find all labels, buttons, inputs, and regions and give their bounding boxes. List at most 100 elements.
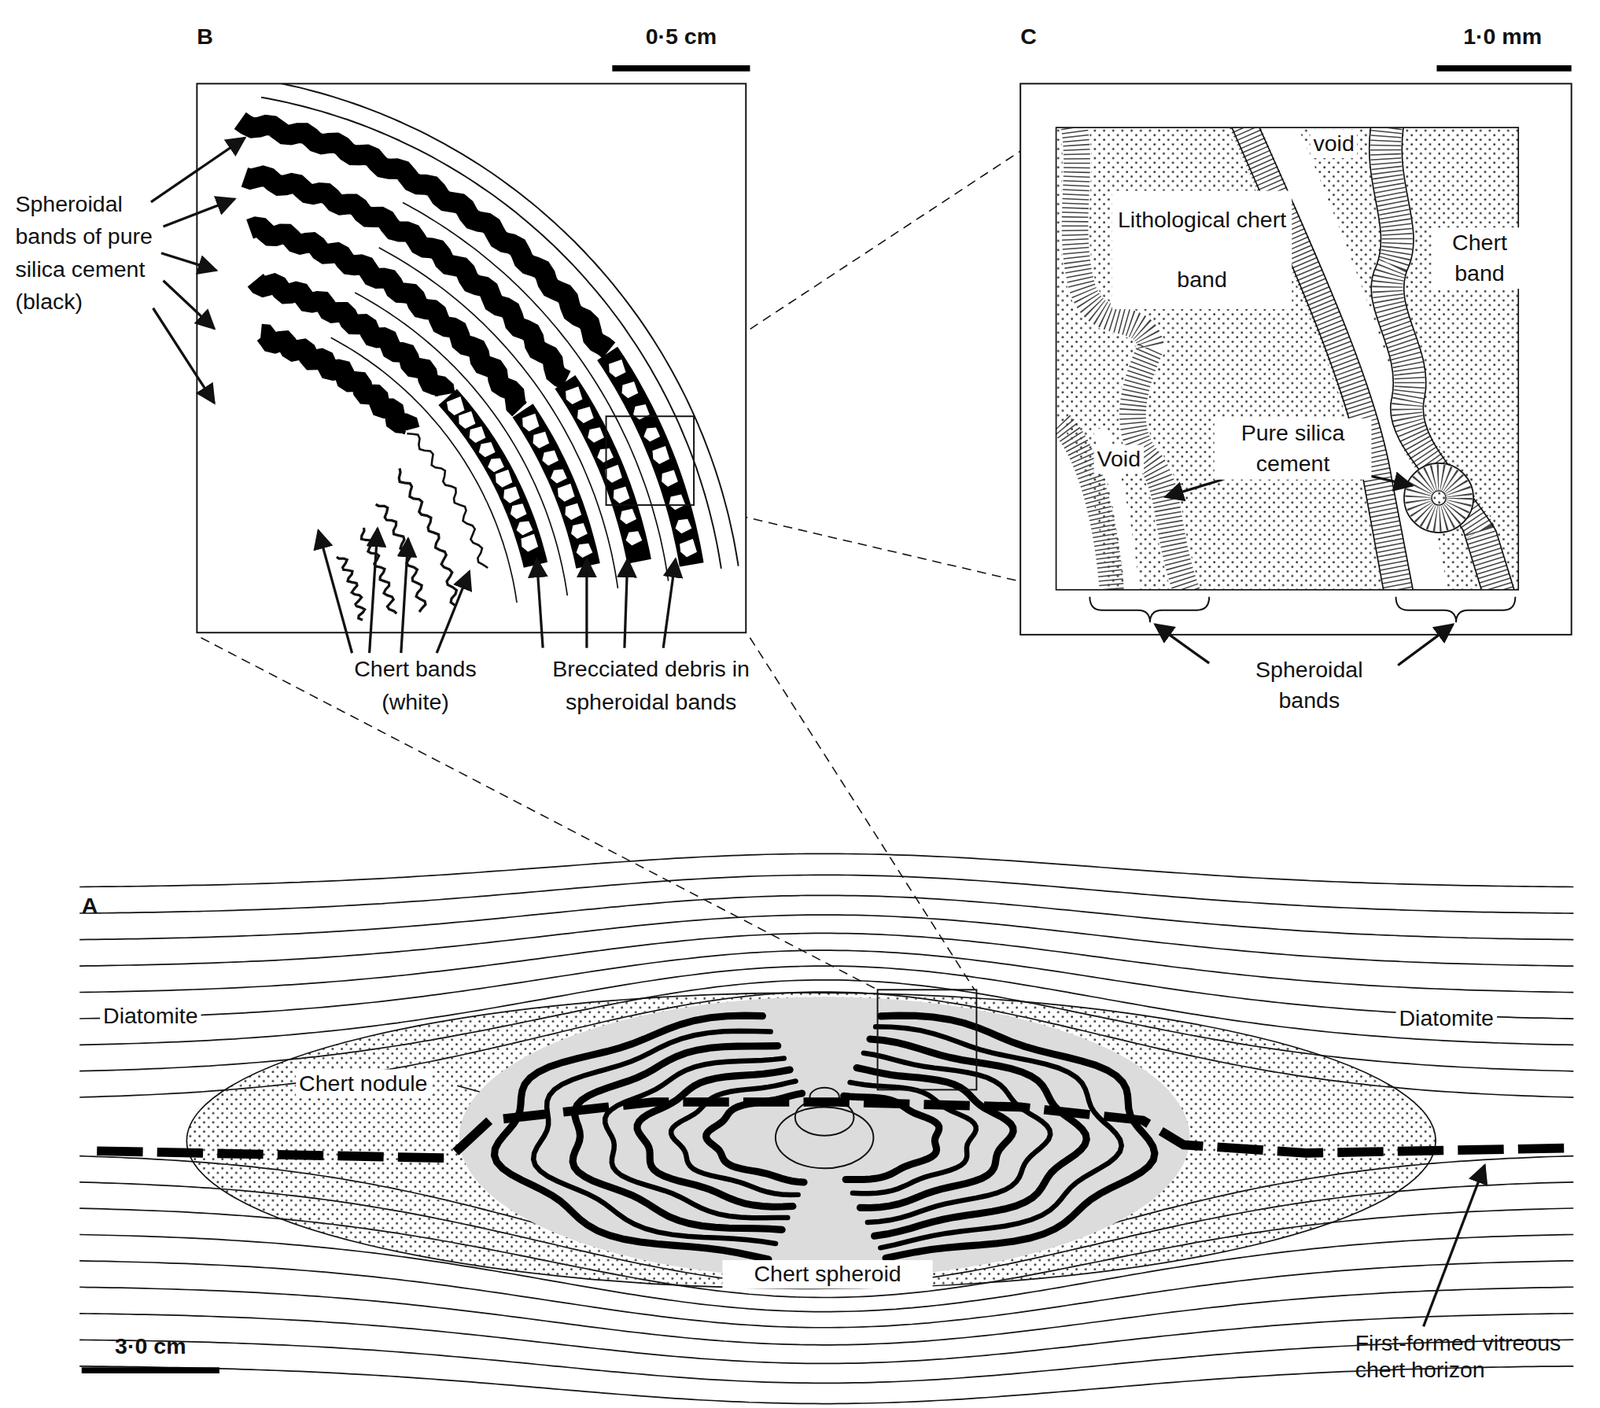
leader-arrow: [663, 559, 676, 649]
breccia-clast: [587, 427, 605, 443]
panel-b: [239, 83, 738, 620]
breccia-clast: [520, 534, 539, 553]
breccia-clast: [565, 386, 583, 405]
diatomite-layer: [79, 1260, 1574, 1328]
figure-label: Chert bands (white): [324, 652, 507, 719]
breccia-clast: [458, 411, 476, 429]
breccia-clast: [652, 446, 670, 465]
chert-nodule: [186, 992, 1436, 1289]
figure-label: Pure silica cement: [1214, 418, 1372, 480]
breccia-clast: [550, 469, 568, 484]
leader-arrow: [163, 280, 215, 329]
cement-ground: [1385, 127, 1500, 590]
figure-label: 1·0 mm: [1434, 22, 1572, 52]
figure-label: Diatomite: [1396, 1003, 1497, 1033]
cement-spherule: [1404, 463, 1474, 533]
panel-c: [1056, 127, 1519, 590]
breccia-clast: [469, 426, 487, 443]
breccia-clast: [510, 503, 528, 520]
leader-arrow: [536, 559, 543, 649]
breccia-clast: [608, 359, 626, 378]
figure-label: void: [1310, 129, 1358, 159]
diatomite-layer: [79, 1366, 1574, 1405]
leader-arrow: [163, 199, 236, 227]
fibrous-cement: [1385, 127, 1500, 590]
leader-arrow: [436, 571, 470, 653]
band-edge: [1401, 127, 1516, 590]
breccia-clast: [532, 431, 550, 449]
breccia-clast: [577, 406, 594, 424]
leader-arrow: [401, 538, 409, 653]
leader-arrow: [1397, 624, 1453, 666]
breccia-clast: [516, 521, 534, 536]
figure-label: Spheroidal bands of pure silica cement (…: [14, 188, 153, 319]
figure-label: Brecciated debris in spheroidal bands: [538, 652, 764, 719]
breccia-clast: [626, 530, 643, 546]
breccia-clast: [557, 483, 576, 502]
panel-b-frame: [196, 83, 746, 633]
leader-arrow: [153, 308, 215, 404]
figure-label: Chert spheroid: [722, 1260, 933, 1289]
breccia-clast: [621, 381, 638, 399]
diatomite-layer: [79, 914, 1574, 966]
scale-bar: [81, 1367, 220, 1374]
diatomite-layer: [79, 1286, 1574, 1346]
breccia-clast: [503, 486, 520, 503]
spherule-core: [1431, 490, 1446, 506]
figure-label: A: [81, 892, 99, 921]
figure-label: Lithological chert band: [1112, 191, 1292, 310]
breccia-clast: [571, 523, 588, 539]
breccia-clast: [576, 543, 594, 558]
breccia-clast: [619, 508, 637, 525]
outer-edge: [264, 83, 739, 566]
breccia-clast: [679, 538, 697, 557]
leader-arrow: [369, 528, 378, 653]
leader-arrow: [1423, 1164, 1486, 1327]
breccia-clast: [604, 464, 623, 483]
chert-band-line: [376, 504, 426, 612]
leader-arrow: [1164, 479, 1223, 498]
breccia-clast: [541, 449, 559, 466]
zoom-line: [749, 637, 974, 991]
diatomite-layer: [79, 1313, 1574, 1365]
leader-arrow: [624, 559, 628, 649]
breccia-clast: [668, 494, 686, 510]
bracket: [1089, 597, 1210, 623]
vitreous-chert-horizon: [96, 1102, 1577, 1158]
panel-a: [79, 853, 1577, 1404]
spheroidal-band: [637, 1069, 793, 1207]
breccia-clast: [613, 486, 631, 504]
fibrous-cement: [1418, 477, 1460, 519]
spheroidal-band: [706, 1093, 804, 1183]
breccia-clast: [643, 427, 660, 442]
diatomite-layer: [79, 874, 1574, 914]
diatomite-layer: [79, 853, 1574, 887]
breccia-clast: [446, 396, 465, 416]
leader-line: [457, 1085, 480, 1092]
band-edge: [1369, 127, 1484, 590]
breccia-clast: [675, 519, 693, 534]
leader-arrow: [161, 253, 217, 271]
panel-c-frame: [1020, 83, 1571, 635]
breccia-clast: [633, 404, 650, 421]
breccia-clast: [564, 503, 582, 520]
scale-bar: [1436, 65, 1571, 72]
figure-label: Void: [1094, 445, 1144, 474]
breccia-clast: [522, 413, 539, 432]
chert-band-line: [361, 527, 397, 614]
zoom-line: [201, 637, 878, 991]
figure-label: Chert band: [1432, 227, 1527, 289]
figure-label: B: [196, 22, 214, 52]
breccia-clast: [495, 469, 513, 488]
zoom-line: [693, 505, 1057, 590]
outer-edge: [261, 97, 722, 569]
breccia-clast: [479, 442, 496, 458]
diatomite-layer: [79, 1339, 1574, 1383]
silica-cement-band: [261, 334, 410, 431]
chert-spheroid: [459, 996, 1191, 1279]
figure-label: Chert nodule: [295, 1069, 431, 1098]
figure-label: 3·0 cm: [81, 1332, 220, 1361]
